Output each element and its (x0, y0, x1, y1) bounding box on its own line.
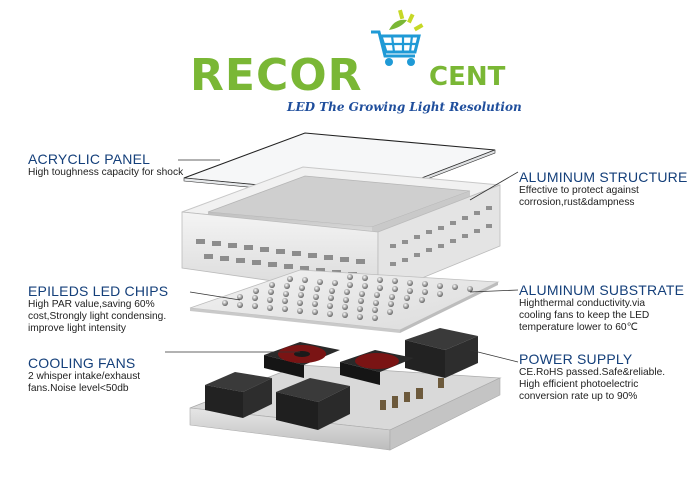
callout-desc: CE.RoHS passed.Safe&reliable. High effic… (519, 367, 666, 402)
leader-line-structure (469, 171, 519, 201)
shopping-cart-icon (371, 9, 424, 66)
base-assembly-graphic (189, 328, 502, 451)
logo-wordmark: RECOR (190, 50, 363, 101)
callout-acrylic-panel: ACRYCLIC PANEL High toughness capacity f… (28, 151, 183, 179)
cooling-fan (264, 342, 340, 378)
callout-cooling-fans: COOLING FANS 2 whisper intake/exhaust fa… (28, 355, 140, 395)
leader-line-power (469, 349, 519, 363)
aluminum-frame-graphic (181, 166, 501, 297)
callout-led-chips: EPILEDS LED CHIPS High PAR value,saving … (28, 283, 168, 335)
callout-title: COOLING FANS (28, 355, 136, 371)
callout-desc: 2 whisper intake/exhaust fans.Noise leve… (28, 371, 141, 394)
leader-line-chips (189, 291, 241, 301)
callout-desc: Highthermal conductivity.via cooling fan… (519, 298, 650, 333)
callout-title: ALUMINUM SUBSTRATE (519, 282, 685, 298)
callout-desc: High toughness capacity for shock (28, 167, 184, 178)
callout-title: ALUMINUM STRUCTURE (519, 169, 688, 185)
callout-title: POWER SUPPLY (519, 351, 633, 367)
callout-title: EPILEDS LED CHIPS (28, 283, 169, 299)
callout-aluminum-structure: ALUMINUM STRUCTURE Effective to protect … (519, 169, 688, 209)
logo-tagline: LED The Growing Light Resolution (287, 100, 522, 114)
power-supply-box (405, 328, 478, 378)
callout-title: ACRYCLIC PANEL (28, 151, 151, 167)
logo-suffix: CENT (429, 62, 506, 92)
callout-desc: High PAR value,saving 60% cost,Strongly … (28, 299, 167, 334)
cooling-fan (340, 350, 414, 385)
callout-aluminum-substrate: ALUMINUM SUBSTRATE Highthermal conductiv… (519, 282, 684, 334)
power-supply-box (276, 378, 350, 430)
callout-desc: Effective to protect against corrosion,r… (519, 185, 639, 208)
sun-rays-icon (398, 9, 424, 32)
led-board-graphic (189, 269, 500, 333)
power-supply-box (205, 372, 272, 418)
callout-power-supply: POWER SUPPLY CE.RoHS passed.Safe&reliabl… (519, 351, 665, 403)
brand-logo: RECOR CENT LED The Growing Light Resolut… (190, 9, 522, 132)
leader-line-substrate (469, 289, 519, 293)
